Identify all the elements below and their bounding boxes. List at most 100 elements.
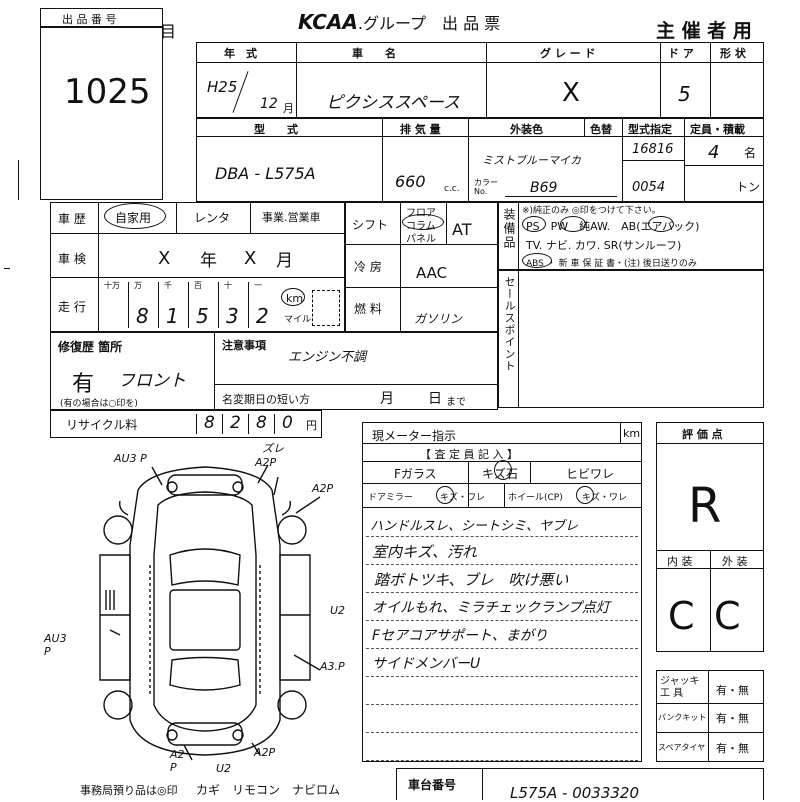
history-selected-circle: [104, 203, 166, 229]
row2-header-divider: [196, 136, 764, 138]
front-glass-label: Fガラス: [394, 467, 437, 481]
edge-char: 目: [160, 22, 177, 41]
mirror-defect-circle: [436, 486, 454, 504]
ac-label: 冷 房: [354, 260, 382, 274]
color-label: 外装色: [510, 123, 543, 136]
tools-divider-1: [656, 703, 764, 704]
row1-table: [196, 42, 764, 118]
remark-4: オイルもれ、ミラチェックランプ点灯: [372, 600, 610, 616]
shift-row-divider-1: [344, 244, 498, 246]
lot-number-value: 1025: [64, 72, 151, 112]
remark-5: Fセアコアサポート、まがり: [372, 628, 548, 644]
row2-col-divider-1: [382, 118, 384, 202]
interior-value: C: [668, 594, 695, 638]
mileage-place-label: 千: [164, 281, 172, 290]
mileage-digit: 3: [226, 304, 239, 328]
displacement-value: 660: [395, 172, 426, 191]
history-option-business: 事業.営業車: [262, 211, 321, 224]
doors-label: ド ア: [668, 47, 694, 60]
mark-right-upper: A2P: [312, 482, 334, 495]
repair-note: (有の場合は○印を): [60, 399, 138, 409]
spare-choice: 有・無: [716, 742, 749, 755]
equipment-ab-circle: [648, 216, 674, 232]
door-mirror-label: ドアミラー: [368, 493, 413, 503]
exterior-label: 外 装: [722, 555, 748, 568]
lot-number-box: [40, 8, 163, 200]
row2-type-subdivider: [622, 160, 684, 162]
shift-table: [344, 202, 498, 332]
row1-col-divider-4: [710, 42, 712, 118]
inspection-label: 車 検: [58, 252, 86, 266]
name-label: 車 名: [352, 47, 396, 60]
equipment-ps-circle: [522, 216, 546, 232]
chassis-divider: [482, 768, 484, 800]
equipment-label: 装備品: [502, 208, 516, 250]
mileage-place-label: 百: [194, 281, 202, 290]
recycle-box: [50, 410, 322, 438]
color-change-label: 色替: [590, 123, 612, 136]
glass-row-mid: [362, 483, 642, 484]
repair-box: [50, 332, 498, 410]
doors-value: 5: [678, 82, 691, 106]
recycle-label: リサイクル料: [66, 418, 138, 432]
remark-rule: [366, 676, 638, 677]
title-change-month-unit: 月: [380, 391, 394, 407]
tools-box: [656, 670, 764, 762]
month-unit: 月: [283, 102, 294, 115]
sales-point-divider: [518, 270, 520, 408]
equipment-label-divider: [518, 202, 520, 270]
shift-selected-circle: [402, 214, 444, 230]
mileage-place-label: 十: [224, 281, 232, 290]
recycle-digit: 8: [204, 413, 215, 433]
color-no-label: カラー No.: [474, 178, 498, 196]
margin-mark-1: [4, 268, 10, 269]
history-label-divider: [98, 202, 100, 332]
sales-point-label: セールスポイント: [503, 276, 516, 372]
mileage-digit: 8: [136, 304, 149, 328]
row2-capacity-subdivider: [684, 165, 764, 167]
fuel-label: 燃 料: [354, 302, 382, 316]
grade-label: グ レ ー ド: [540, 47, 596, 60]
shift-label-divider: [400, 202, 402, 332]
year-value: H25: [207, 78, 238, 96]
shift-option-panel: パネル: [406, 234, 436, 245]
history-row-divider-2: [50, 277, 346, 279]
model-label: 型 式: [254, 123, 298, 136]
office-items-list: カギ リモコン ナビロム: [196, 783, 341, 797]
wheel-label: ホイール(CP): [508, 493, 563, 503]
notes-divider: [214, 384, 498, 386]
inspector-label: 【 査 定 員 記 入 】: [420, 448, 518, 461]
inspection-year-value: X: [158, 248, 171, 269]
remark-rule: [366, 564, 638, 565]
mileage-cell-divider: [248, 282, 249, 328]
evaluation-label: 評 価 点: [682, 428, 723, 441]
mark-left-lower: AU3 P: [44, 632, 67, 658]
remark-2: 室内キズ、汚れ: [372, 543, 478, 561]
recycle-cell-divider: [274, 414, 275, 434]
shift-value: AT: [452, 220, 472, 239]
row2-color-subdivider: [584, 118, 586, 136]
mark-bottom-mid: U2: [216, 762, 232, 775]
repair-value: 有: [72, 372, 95, 397]
remark-6: サイドメンバーU: [372, 656, 481, 672]
puncture-choice: 有・無: [716, 712, 749, 725]
load-unit: トン: [736, 180, 761, 194]
history-option-rental: レンタ: [194, 211, 231, 225]
mileage-place-label: 一: [254, 281, 262, 290]
tools-col-divider: [708, 670, 709, 762]
copy-type: 主 催 者 用: [656, 20, 752, 42]
recycle-digit: 0: [282, 413, 293, 433]
title-change-suffix: まで: [446, 397, 466, 408]
meter-unit: km: [623, 427, 641, 440]
row1-col-divider-3: [660, 42, 662, 118]
row2-table: [196, 118, 764, 202]
mileage-unit-mile: マイル: [284, 315, 312, 325]
mark-top-right-upper: ズレ: [262, 442, 284, 455]
model-value: DBA - L575A: [215, 164, 316, 183]
type-designation-label: 型式指定: [628, 123, 672, 136]
remark-rule: [366, 760, 638, 761]
mirror-defects: キズ・ワレ: [440, 493, 486, 503]
mark-bottom-right: A2P: [254, 746, 276, 759]
meter-unit-divider: [620, 422, 622, 443]
grade-value: X: [562, 78, 580, 108]
